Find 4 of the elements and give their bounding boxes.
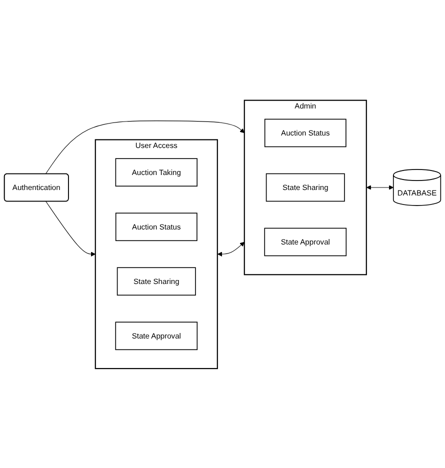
arrow — [46, 120, 245, 174]
arrow — [46, 200, 96, 256]
arrow — [366, 184, 394, 190]
arrow — [217, 241, 245, 256]
